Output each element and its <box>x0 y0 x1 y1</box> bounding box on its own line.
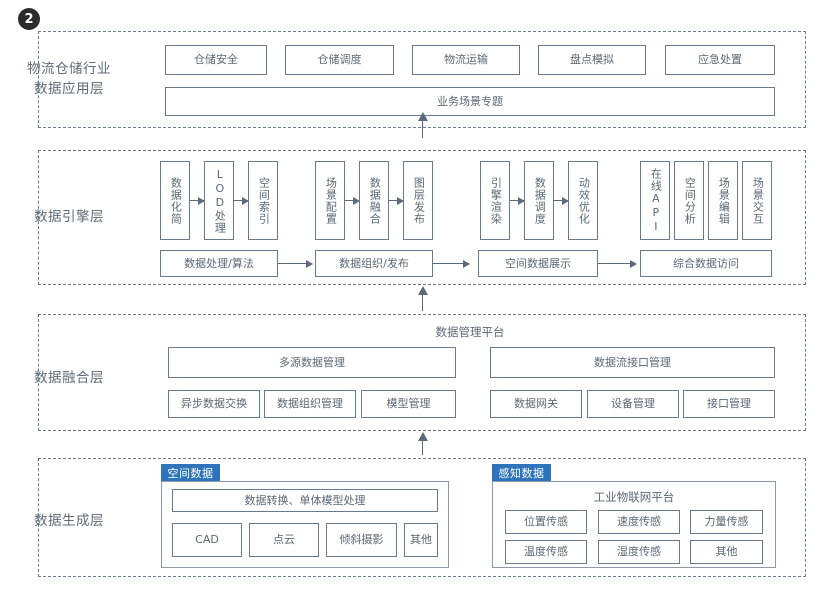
app-box-warehouse-safety[interactable]: 仓储安全 <box>165 45 267 75</box>
fusion-item-data-organization[interactable]: 数据组织管理 <box>264 390 356 418</box>
spatial-item-point-cloud[interactable]: 点云 <box>249 523 319 557</box>
layer-application-label-line2: 数据应用层 <box>34 81 104 97</box>
sensing-platform-title: 工业物联网平台 <box>593 490 675 504</box>
spatial-item-other[interactable]: 其他 <box>404 523 438 557</box>
fusion-item-interface-management[interactable]: 接口管理 <box>683 390 775 418</box>
arrow-engine-g2-1 <box>345 197 360 205</box>
layer-generation-label: 数据生成层 <box>8 511 130 531</box>
layer-engine-label-line1: 数据引擎层 <box>34 209 104 225</box>
arrow-engine-summary-3-4 <box>598 260 637 268</box>
sensor-item-force[interactable]: 力量传感 <box>690 510 763 534</box>
sensor-item-speed[interactable]: 速度传感 <box>598 510 680 534</box>
layer-application-label-line1: 物流仓储行业 <box>27 61 111 77</box>
app-box-warehouse-scheduling[interactable]: 仓储调度 <box>285 45 394 75</box>
layer-fusion-label: 数据融合层 <box>8 368 130 388</box>
arrow-engine-summary-1-2 <box>278 260 313 268</box>
panel-tab-spatial-data[interactable]: 空间数据 <box>161 464 220 481</box>
arrow-engine-g2-2 <box>389 197 404 205</box>
fusion-item-data-gateway[interactable]: 数据网关 <box>490 390 582 418</box>
app-box-business-scenario-topic[interactable]: 业务场景专题 <box>165 87 775 116</box>
engine-node-scene-config[interactable]: 场景配置 <box>315 161 345 240</box>
engine-node-animation-optimization[interactable]: 动效优化 <box>568 161 598 240</box>
spatial-item-cad[interactable]: CAD <box>172 523 242 557</box>
fusion-header-data-stream-api[interactable]: 数据流接口管理 <box>490 347 775 378</box>
engine-node-data-scheduling[interactable]: 数据调度 <box>524 161 554 240</box>
fusion-item-model-management[interactable]: 模型管理 <box>361 390 456 418</box>
engine-node-scene-editing[interactable]: 场景编辑 <box>708 161 738 240</box>
engine-node-online-api[interactable]: 在线API <box>640 161 670 240</box>
arrow-engine-g1-1 <box>190 197 205 205</box>
arrow-engine-g3-2 <box>554 197 569 205</box>
layer-fusion <box>38 314 806 431</box>
arrow-engine-summary-2-3 <box>433 260 470 268</box>
layer-generation <box>38 458 806 577</box>
engine-summary-data-processing[interactable]: 数据处理/算法 <box>160 250 278 277</box>
panel-tab-sensing-data[interactable]: 感知数据 <box>492 464 551 481</box>
spatial-header-data-conversion[interactable]: 数据转换、单体模型处理 <box>172 489 438 512</box>
arrow-generation-to-fusion <box>418 432 428 455</box>
arrow-engine-to-application <box>418 112 428 138</box>
figure-number-badge: 2 <box>18 8 40 30</box>
engine-node-data-simplification[interactable]: 数据化简 <box>160 161 190 240</box>
arrow-fusion-to-engine <box>418 286 428 311</box>
engine-node-layer-publish[interactable]: 图层发布 <box>403 161 433 240</box>
app-box-emergency-response[interactable]: 应急处置 <box>665 45 775 75</box>
sensor-item-position[interactable]: 位置传感 <box>505 510 587 534</box>
app-box-inventory-simulation[interactable]: 盘点模拟 <box>538 45 646 75</box>
layer-fusion-label-line1: 数据融合层 <box>34 370 104 386</box>
fusion-item-async-exchange[interactable]: 异步数据交换 <box>168 390 260 418</box>
layer-engine <box>38 150 806 285</box>
engine-summary-data-organization[interactable]: 数据组织/发布 <box>315 250 433 277</box>
layer-application-label: 物流仓储行业 数据应用层 <box>8 59 130 99</box>
engine-summary-spatial-display[interactable]: 空间数据展示 <box>478 250 598 277</box>
layer-generation-label-line1: 数据生成层 <box>34 513 104 529</box>
engine-node-data-fusion[interactable]: 数据融合 <box>359 161 389 240</box>
spatial-item-oblique-photography[interactable]: 倾斜摄影 <box>326 523 397 557</box>
engine-node-lod-processing[interactable]: LOD处理 <box>204 161 234 240</box>
engine-node-engine-render[interactable]: 引擎渲染 <box>480 161 510 240</box>
sensor-item-humidity[interactable]: 湿度传感 <box>598 540 680 564</box>
arrow-engine-g3-1 <box>510 197 525 205</box>
fusion-header-multi-source[interactable]: 多源数据管理 <box>168 347 456 378</box>
engine-node-spatial-index[interactable]: 空间索引 <box>248 161 278 240</box>
fusion-platform-title: 数据管理平台 <box>435 325 505 339</box>
fusion-item-device-management[interactable]: 设备管理 <box>587 390 679 418</box>
arrow-engine-g1-2 <box>234 197 249 205</box>
engine-node-scene-interaction[interactable]: 场景交互 <box>742 161 772 240</box>
engine-node-spatial-analysis[interactable]: 空间分析 <box>674 161 704 240</box>
sensor-item-temperature[interactable]: 温度传感 <box>505 540 587 564</box>
sensor-item-other[interactable]: 其他 <box>690 540 763 564</box>
app-box-logistics-transport[interactable]: 物流运输 <box>412 45 520 75</box>
engine-summary-integrated-access[interactable]: 综合数据访问 <box>640 250 772 277</box>
layer-engine-label: 数据引擎层 <box>8 207 130 227</box>
